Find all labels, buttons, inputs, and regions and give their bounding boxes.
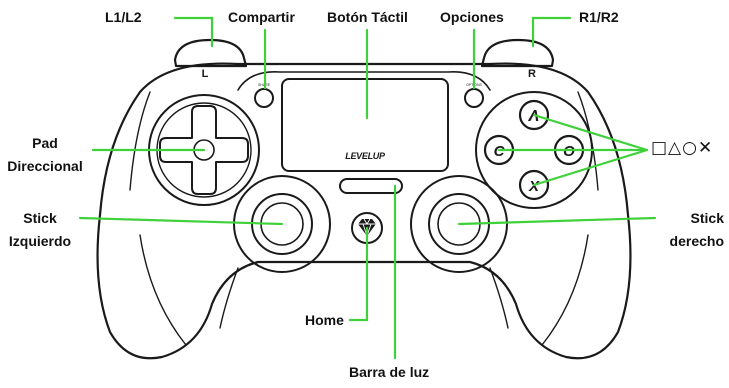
callout-lines [78, 16, 657, 360]
controller-body [96, 62, 632, 360]
callout-home [348, 226, 369, 322]
label-stick-izquierdo: Stick Izquierdo [0, 210, 80, 250]
light-bar [339, 178, 403, 194]
left-bumper-mark: L [202, 68, 209, 80]
face-button-glyphs: Λ C O X [494, 108, 576, 195]
label-home: Home [305, 312, 344, 328]
label-r1r2: R1/R2 [579, 9, 619, 25]
right-bumper-mark: R [528, 68, 536, 80]
dpad [159, 105, 249, 195]
label-stick-izq-line1: Stick [23, 210, 57, 226]
callout-stick-izq [78, 216, 284, 226]
callout-r1r2 [531, 16, 572, 48]
controller-outline [96, 38, 632, 360]
button-left-glyph: C [494, 143, 506, 160]
touchpad [281, 78, 449, 172]
label-stick-izq-line2: Izquierdo [8, 233, 72, 249]
callout-face-top [532, 113, 649, 152]
label-compartir: Compartir [228, 9, 295, 25]
label-stick-der-line1: Stick [690, 210, 724, 226]
label-opciones: Opciones [440, 9, 504, 25]
label-face-symbols: □△○✕ [651, 138, 714, 158]
right-bumper [480, 38, 555, 68]
callout-face-bottom [532, 148, 649, 187]
button-top-glyph: Λ [528, 108, 540, 125]
callout-l1l2 [173, 16, 214, 48]
right-stick-base [410, 175, 508, 273]
brand-logo: LEVELUP [345, 151, 386, 161]
callout-stick-der [457, 216, 657, 226]
label-stick-der-line2: derecho [669, 233, 724, 249]
label-stick-derecho: Stick derecho [656, 210, 724, 250]
label-l1l2: L1/L2 [105, 9, 142, 25]
left-stick-base [233, 175, 331, 273]
label-pad-direccional: Pad Direccional [0, 135, 90, 175]
button-right-glyph: O [563, 143, 575, 160]
label-pad-line1: Pad [32, 135, 58, 151]
face-button-top [518, 99, 550, 131]
options-button [464, 88, 484, 108]
left-bumper [173, 38, 248, 68]
button-bottom-glyph: X [528, 178, 540, 195]
label-boton-tactil: Botón Táctil [327, 9, 408, 25]
label-pad-line2: Direccional [7, 158, 83, 174]
share-button [254, 88, 274, 108]
label-barra-de-luz: Barra de luz [349, 364, 430, 380]
face-button-bottom [518, 169, 550, 201]
